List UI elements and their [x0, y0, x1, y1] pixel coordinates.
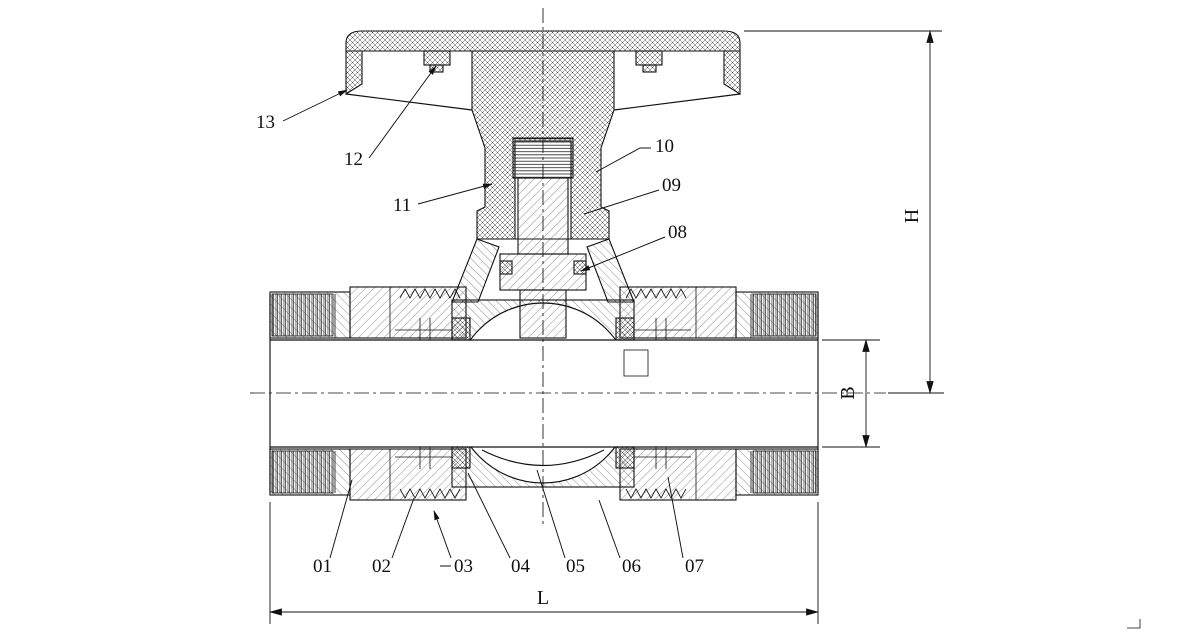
- handle-wing-lower-edges: [345, 93, 741, 111]
- part-label-08: 08: [668, 222, 687, 243]
- tailpiece-tube-lines: [395, 329, 691, 458]
- leader-lines: [282, 65, 684, 567]
- centerlines: [250, 8, 886, 528]
- leader-01: [329, 479, 353, 559]
- handle-clip-rib: [423, 50, 451, 66]
- bonnet-hub: [471, 50, 615, 240]
- part-label-09: 09: [662, 175, 681, 196]
- left-seat: [451, 317, 471, 341]
- part-label-04: 04: [511, 556, 531, 577]
- knurl-right-top: [625, 288, 687, 299]
- leader-09: [583, 189, 660, 215]
- part-label-03: 03: [454, 556, 473, 577]
- knurl-left-top: [399, 288, 461, 299]
- dim-l-extension-lines: [269, 502, 819, 624]
- left-seat: [451, 446, 471, 469]
- dim-h-extension-lines: [744, 30, 944, 394]
- right-nut-top-section: [619, 286, 737, 339]
- dim-label-b: B: [837, 386, 859, 399]
- knurl-right-bottom: [625, 488, 687, 499]
- part-labels: 01 02 03 04 05 06 07 08 09 10 11 12 13: [256, 112, 704, 577]
- corner-mark: [1127, 619, 1141, 629]
- junction-edges: [334, 287, 752, 500]
- part-label-11: 11: [393, 195, 411, 216]
- nut-hex-edges: [389, 287, 697, 500]
- right-union-nut: [619, 286, 737, 501]
- right-male-thread: [752, 450, 817, 494]
- leader-05: [536, 469, 566, 559]
- neck-left-shoulder: [451, 238, 500, 303]
- tailpiece-flange-lines: [419, 318, 667, 469]
- bore-channel: [270, 340, 818, 447]
- leader-08: [580, 236, 666, 272]
- left-female-thread: [271, 450, 334, 494]
- dim-b-extension-lines: [822, 339, 880, 448]
- dimension-h: H: [744, 29, 944, 395]
- body-detail-hole: [623, 349, 649, 377]
- dimension-l: L: [268, 502, 820, 624]
- left-end-connector: [269, 291, 351, 496]
- leader-07: [667, 476, 684, 559]
- part-label-05: 05: [566, 556, 585, 577]
- leader-11: [417, 183, 493, 205]
- right-male-thread: [752, 293, 817, 337]
- handle-right-end-wall: [723, 50, 741, 95]
- right-seat: [615, 446, 635, 469]
- left-female-thread: [271, 293, 334, 337]
- part-label-01: 01: [313, 556, 332, 577]
- neck-right-shoulder: [586, 238, 635, 303]
- leader-10: [595, 147, 651, 173]
- handle-clip-rib: [635, 50, 663, 66]
- leader-03: [434, 511, 452, 567]
- o-ring: [573, 260, 587, 275]
- part-label-10: 10: [655, 136, 674, 157]
- dim-label-h: H: [901, 209, 923, 223]
- right-seat: [615, 317, 635, 341]
- end-face-edges: [269, 294, 819, 493]
- dimension-b: B: [822, 338, 880, 449]
- leader-04: [467, 472, 511, 559]
- leader-06: [598, 499, 621, 559]
- ball-port-arc: [481, 449, 605, 467]
- part-label-02: 02: [372, 556, 391, 577]
- knurl-left-bottom: [399, 488, 461, 499]
- part-label-12: 12: [344, 149, 363, 170]
- dim-label-l: L: [537, 587, 549, 609]
- left-nut-bottom-section: [349, 448, 467, 501]
- o-ring: [499, 260, 513, 275]
- part-label-07: 07: [685, 556, 704, 577]
- right-nut-bottom-section: [619, 448, 737, 501]
- leader-02: [391, 497, 415, 559]
- part-label-06: 06: [622, 556, 641, 577]
- leader-12: [368, 65, 437, 159]
- thread-engagement-knurls: [399, 288, 687, 499]
- tailpieces: [395, 318, 691, 469]
- body-edges: [269, 287, 819, 500]
- handle-clip-rib: [642, 64, 657, 73]
- part-label-13: 13: [256, 112, 275, 133]
- left-union-nut: [349, 286, 467, 501]
- handle-left-end-wall: [345, 50, 363, 95]
- leader-13: [282, 89, 348, 122]
- nut-inner-edges: [465, 287, 621, 500]
- left-nut-top-section: [349, 286, 467, 339]
